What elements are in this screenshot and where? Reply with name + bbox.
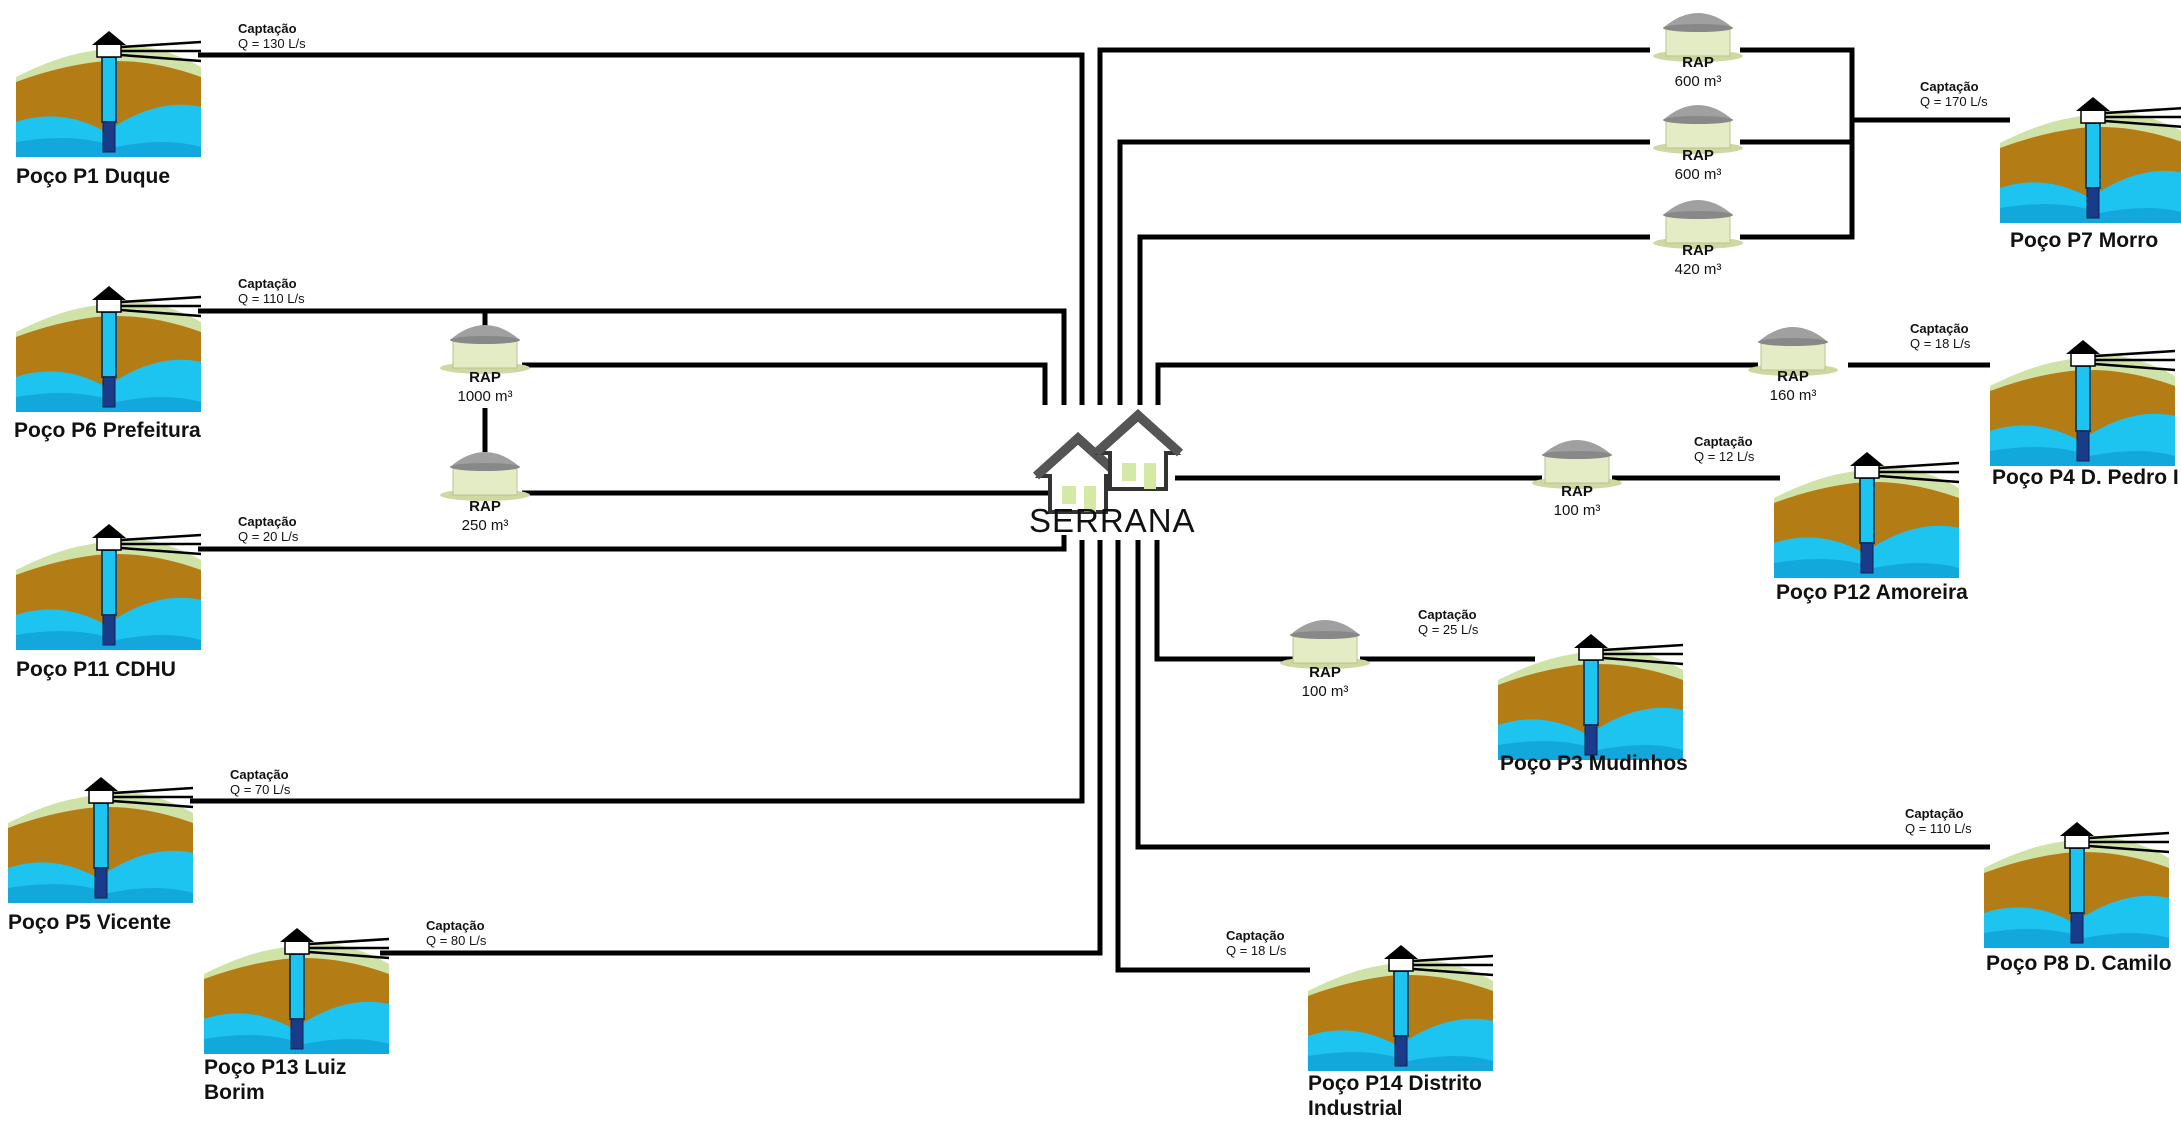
well-name-p5: Poço P5 Vicente (8, 911, 172, 934)
well-name-p1: Poço P1 Duque (16, 165, 171, 188)
well-icon-p8 (1982, 820, 2171, 950)
well-name-p12: Poço P12 Amoreira (1776, 581, 1968, 604)
tank-icon-r250 (439, 451, 531, 502)
well-icon-p12 (1772, 450, 1961, 580)
pipe-rap600b (1117, 139, 1650, 405)
pipe-p11 (198, 535, 1067, 552)
pipe-rap600a (1097, 47, 1650, 405)
well-name-p4: Poço P4 D. Pedro I (1992, 466, 2179, 489)
well-icon-p3 (1496, 632, 1685, 762)
well-icon-p13 (202, 926, 391, 1056)
pipe-p14 (1115, 540, 1310, 973)
well-icon-p4 (1988, 338, 2177, 468)
well-icon-p6 (14, 284, 203, 414)
well-icon-p7 (1998, 95, 2181, 225)
well-icon-p1 (14, 29, 203, 159)
city-label: SERRANA (1029, 502, 1196, 539)
well-name-p7: Poço P7 Morro (2010, 229, 2159, 252)
well-name-p14: Poço P14 Distrito Industrial (1308, 1072, 1482, 1120)
pipe-p5 (190, 540, 1085, 804)
well-name-p13: Poço P13 Luiz Borim (204, 1056, 347, 1104)
well-name-p3: Poço P3 Mudinhos (1500, 752, 1688, 775)
house-icon-right (1096, 415, 1180, 489)
pipe-rap420 (1137, 234, 1650, 405)
well-name-p11: Poço P11 CDHU (16, 658, 176, 681)
pipe-p4 (1155, 362, 1758, 405)
pipe-p8 (1135, 540, 1990, 850)
pipe-p1 (198, 52, 1085, 405)
pipe-p7-collector (1740, 47, 2010, 240)
pipe-rap1000 (522, 362, 1048, 405)
pipe-network (190, 47, 2010, 973)
tank-icon-r1000 (439, 324, 531, 375)
pipe-p3 (1154, 540, 1300, 662)
well-icon-p5 (6, 775, 195, 905)
well-icon-p14 (1306, 943, 1495, 1073)
well-name-p8: Poço P8 D. Camilo (1986, 952, 2172, 975)
well-icon-p11 (14, 522, 203, 652)
pipe-p13 (380, 540, 1103, 956)
pipe-p6 (198, 308, 1067, 405)
tank-icon-r100b (1279, 619, 1371, 670)
well-name-p6: Poço P6 Prefeitura (14, 419, 201, 442)
